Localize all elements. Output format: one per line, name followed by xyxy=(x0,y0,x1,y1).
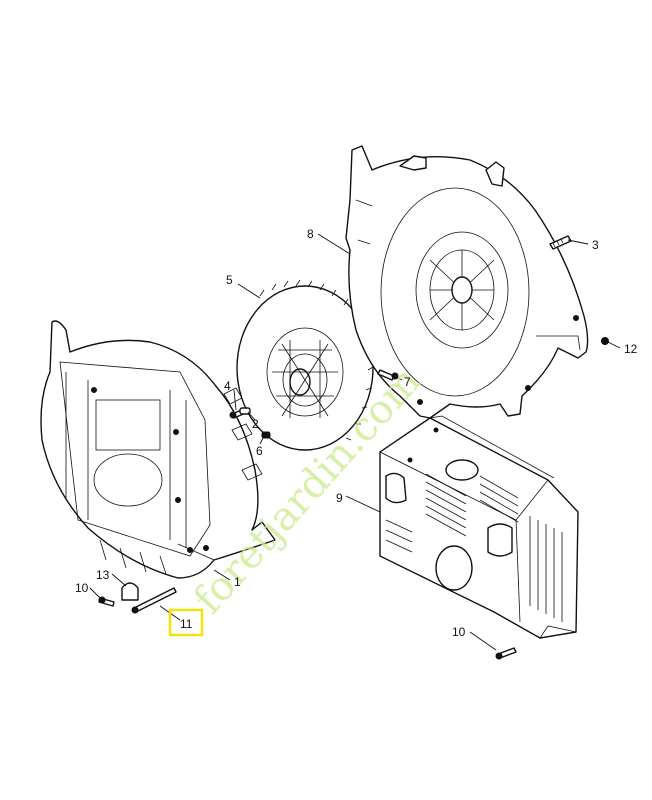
spacer-part-2 xyxy=(239,407,251,415)
callout-label-5: 5 xyxy=(226,273,233,287)
callout-labels: 5 8 3 12 7 4 2 6 9 1 13 10 11 10 xyxy=(75,227,638,639)
shroud-part xyxy=(379,415,579,639)
screw-part-11 xyxy=(131,587,177,614)
screw-part-10-right xyxy=(495,647,517,660)
screw-part-10-left xyxy=(98,596,115,607)
clamp-part-13 xyxy=(121,582,139,601)
callout-label-12: 12 xyxy=(624,342,638,356)
callout-label-10-left: 10 xyxy=(75,581,89,595)
callout-label-7: 7 xyxy=(404,375,411,389)
callout-label-6: 6 xyxy=(256,444,263,458)
callout-label-13: 13 xyxy=(96,568,110,582)
nut-part-12 xyxy=(601,337,609,345)
callout-label-8: 8 xyxy=(307,227,314,241)
callout-label-9: 9 xyxy=(336,491,343,505)
housing-cover-part xyxy=(345,145,589,419)
callout-label-1: 1 xyxy=(234,575,241,589)
callout-label-2: 2 xyxy=(252,417,259,431)
screw-part-3 xyxy=(549,235,572,250)
callout-label-3: 3 xyxy=(592,238,599,252)
callout-label-10-right: 10 xyxy=(452,625,466,639)
impeller-part xyxy=(236,279,374,451)
highlight-box xyxy=(168,608,204,637)
callout-label-11: 11 xyxy=(180,617,193,631)
leader-lines xyxy=(89,233,621,651)
callout-label-4: 4 xyxy=(224,379,231,393)
